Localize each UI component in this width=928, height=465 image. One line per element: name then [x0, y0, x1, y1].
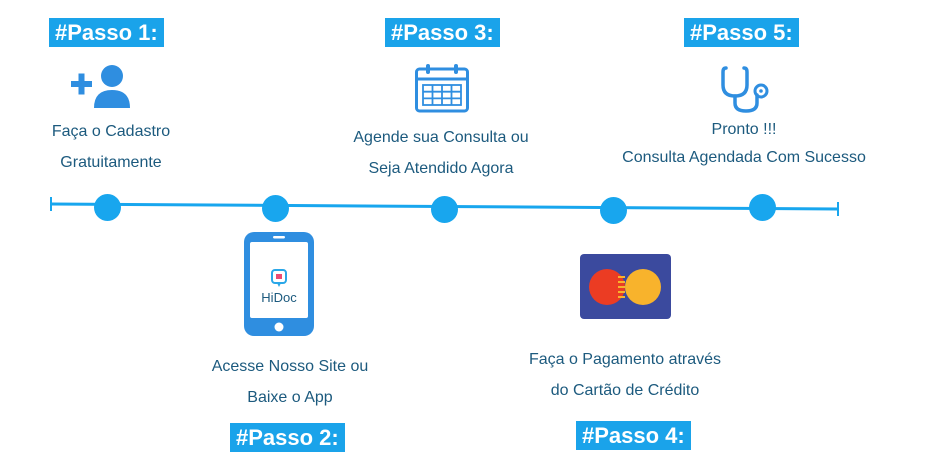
step-1-line-2: Gratuitamente [60, 154, 162, 171]
step-4-caption: Faça o Pagamento através do Cartão de Cr… [505, 344, 745, 406]
step-4-line-1: Faça o Pagamento através [528, 351, 722, 368]
step-2-line-1: Acesse Nosso Site ou [211, 358, 369, 375]
timeline-dot-1 [94, 194, 121, 221]
app-name: HiDoc [261, 290, 297, 305]
timeline-dot-4 [600, 197, 627, 224]
hidoc-logo-icon [271, 269, 287, 287]
step-3-caption: Agende sua Consulta ou Seja Atendido Ago… [321, 122, 561, 184]
step-5-line-2: Consulta Agendada Com Sucesso [622, 149, 866, 166]
step-5-line-1: Pronto !!! [711, 121, 777, 138]
step-4-line-2: do Cartão de Crédito [550, 382, 700, 399]
step-3-badge: #Passo 3: [385, 18, 500, 47]
credit-card-icon [580, 254, 671, 319]
stethoscope-icon [721, 66, 769, 113]
step-5-caption: Pronto !!! Consulta Agendada Com Sucesso [599, 116, 889, 172]
add-user-icon [71, 65, 130, 108]
timeline-dot-2 [262, 195, 289, 222]
calendar-icon [415, 64, 469, 113]
step-2-caption: Acesse Nosso Site ou Baixe o App [180, 351, 400, 413]
timeline [50, 197, 839, 216]
step-2-line-2: Baixe o App [247, 389, 333, 406]
step-3-line-1: Agende sua Consulta ou [353, 129, 529, 146]
step-3-line-2: Seja Atendido Agora [368, 160, 514, 177]
step-1-line-1: Faça o Cadastro [51, 123, 171, 140]
step-1-caption: Faça o Cadastro Gratuitamente [21, 116, 201, 178]
timeline-dot-3 [431, 196, 458, 223]
step-4-badge: #Passo 4: [576, 421, 691, 450]
step-2-badge: #Passo 2: [230, 423, 345, 452]
timeline-dot-5 [749, 194, 776, 221]
step-1-badge: #Passo 1: [49, 18, 164, 47]
step-5-badge: #Passo 5: [684, 18, 799, 47]
smartphone-icon: HiDoc [244, 232, 314, 336]
